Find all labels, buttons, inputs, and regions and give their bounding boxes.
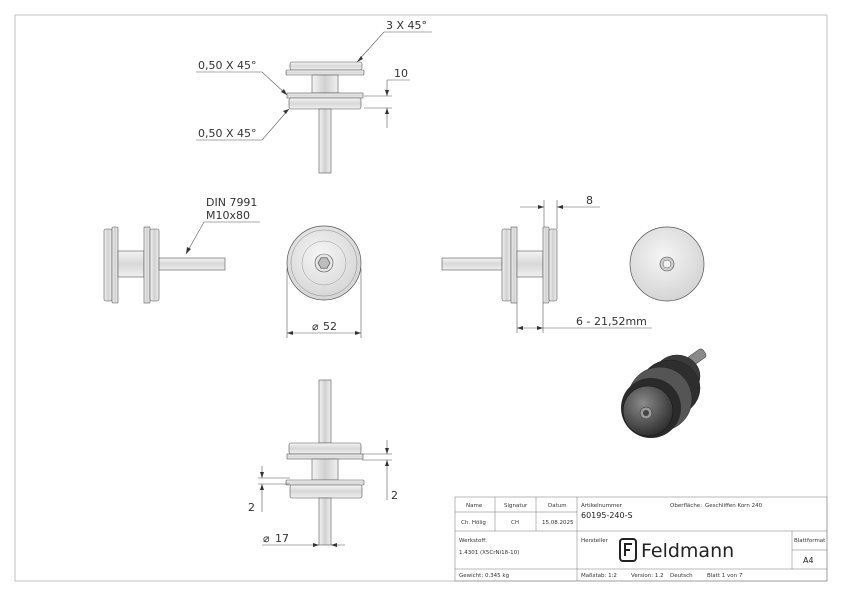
diameter-52-label: 52 xyxy=(323,320,337,333)
format-value: A4 xyxy=(803,556,814,565)
surface-label: Oberfläche: xyxy=(670,503,702,509)
header-date: Datum xyxy=(548,503,567,509)
title-block xyxy=(454,496,828,582)
feldmann-logo-icon xyxy=(619,538,637,562)
header-name: Name xyxy=(466,503,483,509)
diameter-17-label: 17 xyxy=(275,532,289,545)
view-bottom xyxy=(258,379,392,547)
chamfer-top-label: 3 X 45° xyxy=(386,19,427,32)
drawing-border xyxy=(14,14,828,582)
dimension-2-left-label: 2 xyxy=(248,501,255,514)
surface-value: Geschliffen Korn 240 xyxy=(705,503,763,509)
header-signature: Signatur xyxy=(504,503,528,509)
version: Version: 1.2 xyxy=(631,573,664,579)
chamfer-mid-label: 0,50 X 45° xyxy=(198,59,257,72)
dimension-10-label: 10 xyxy=(394,67,408,80)
bolt-spec-line2: M10x80 xyxy=(206,209,250,222)
weight: Gewicht: 0.345 kg xyxy=(459,573,509,579)
view-isometric xyxy=(621,348,707,438)
material-value: 1.4301 (X5CrNi18-10) xyxy=(459,550,519,556)
chamfer-low-label: 0,50 X 45° xyxy=(198,127,257,140)
company-name: Feldmann xyxy=(641,540,734,562)
drawn-by-name: Ch. Hölig xyxy=(461,520,486,526)
format-label: Blattformat xyxy=(794,538,826,544)
view-back xyxy=(629,226,705,302)
diameter-symbol-52: ⌀ xyxy=(312,320,319,333)
view-left xyxy=(103,221,260,304)
drawn-date: 15.08.2025 xyxy=(542,520,574,526)
material-label: Werkstoff: xyxy=(459,538,487,544)
diameter-symbol-17: ⌀ xyxy=(263,532,270,545)
scale: Maßstab: 1:2 xyxy=(581,573,617,579)
article-number: 60195-240-S xyxy=(581,511,633,520)
dimension-8-label: 8 xyxy=(586,194,593,207)
sheet-count: Blatt 1 von 7 xyxy=(707,573,743,579)
dimension-2-right-label: 2 xyxy=(391,489,398,502)
view-right xyxy=(441,200,652,333)
drawn-by-signature: CH xyxy=(511,520,519,526)
manufacturer-label: Hersteller xyxy=(581,538,609,544)
range-dimension-label: 6 - 21,52mm xyxy=(576,315,647,328)
view-top xyxy=(196,31,432,174)
view-front xyxy=(286,225,362,338)
language: Deutsch xyxy=(670,573,693,579)
article-number-label: Artikelnummer xyxy=(581,503,623,509)
bolt-spec-line1: DIN 7991 xyxy=(206,196,257,209)
